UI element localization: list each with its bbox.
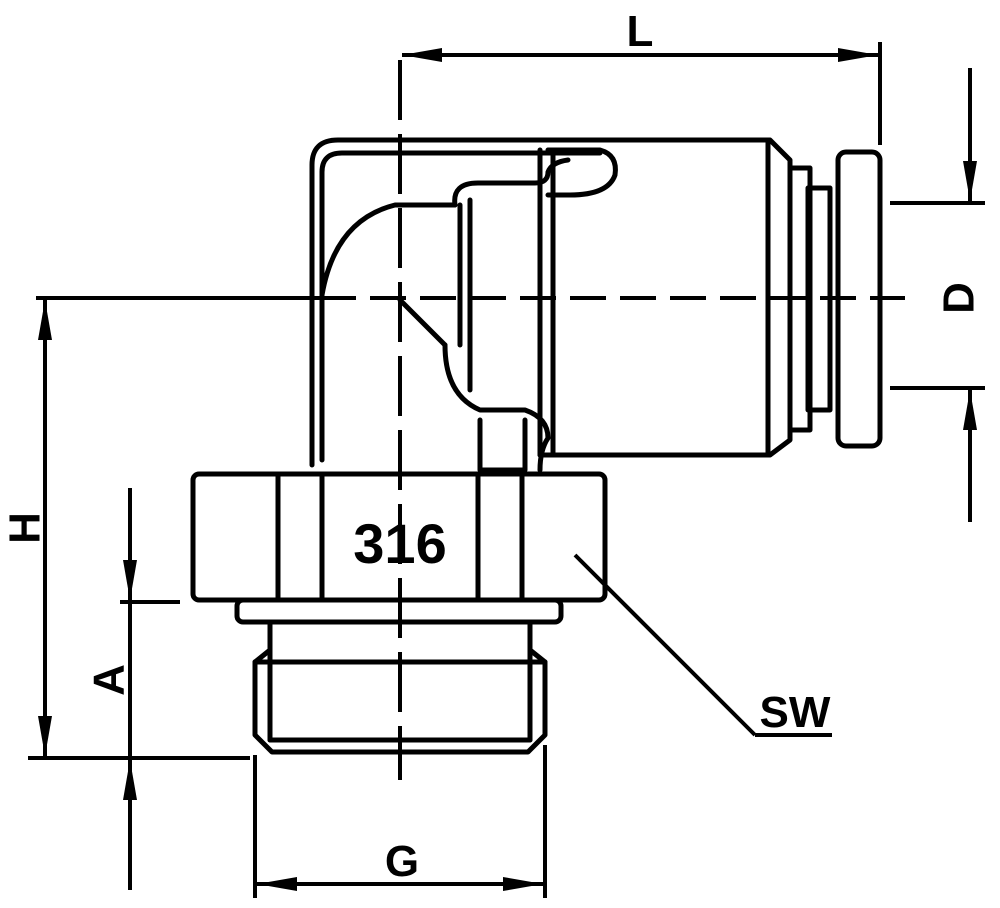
dim-label-A: A <box>85 664 134 696</box>
dim-label-D: D <box>935 282 984 314</box>
collet-profile <box>442 342 551 473</box>
dimension-lines <box>28 42 985 898</box>
dim-SW-leader <box>573 553 757 737</box>
center-lines <box>320 60 905 780</box>
elbow-diagonal <box>397 297 448 348</box>
elbow-inner-curve <box>319 150 603 463</box>
fitting-body <box>190 137 883 755</box>
dim-label-G: G <box>385 837 419 886</box>
dim-label-H: H <box>1 512 50 544</box>
neck-step <box>477 417 528 473</box>
material-marking: 316 <box>353 512 446 575</box>
elbow-bend-curve <box>319 202 458 298</box>
dim-label-SW: SW <box>760 688 831 737</box>
body-top-curve <box>545 147 618 198</box>
elbow-shell <box>309 137 608 468</box>
dim-label-L: L <box>627 7 654 56</box>
